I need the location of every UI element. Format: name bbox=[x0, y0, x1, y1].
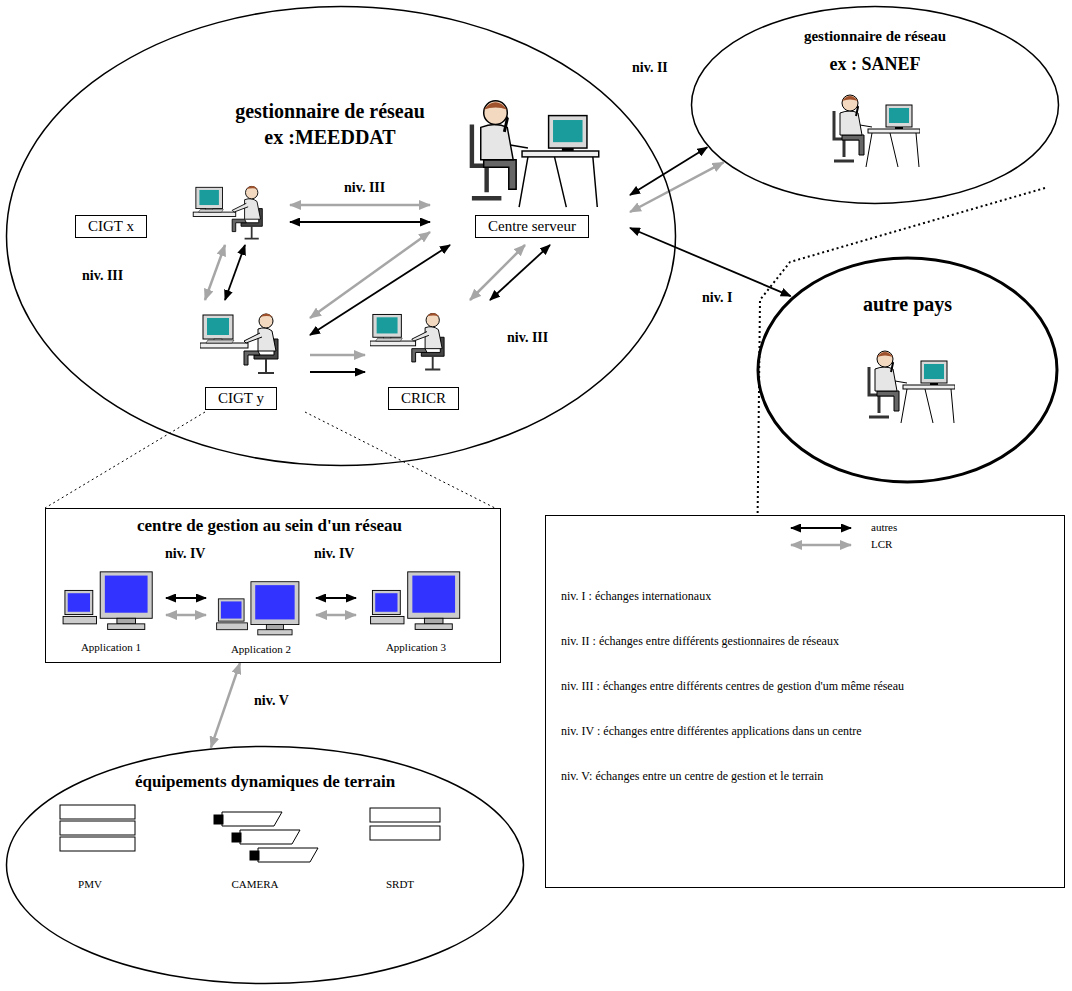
level-description: niv. III : échanges entre différents cen… bbox=[561, 679, 904, 694]
item-label: Application 3 bbox=[356, 641, 476, 653]
legend-text: LCR bbox=[871, 538, 892, 550]
level-label: niv. II bbox=[630, 60, 670, 76]
exchange-arrow bbox=[630, 228, 791, 296]
level-description: niv. II : échanges entre différents gest… bbox=[561, 634, 839, 649]
application: Application 3 bbox=[356, 566, 476, 661]
exchange-arrow bbox=[290, 221, 430, 223]
control-centre: CIGT x bbox=[70, 180, 290, 245]
name-box: CRICR bbox=[388, 387, 459, 410]
field-device: SRDT bbox=[355, 800, 445, 895]
lcr-arrow bbox=[316, 614, 356, 617]
border-separator bbox=[757, 188, 1045, 570]
heading: gestionnaire de réseau bbox=[180, 100, 480, 123]
level-label: niv. I bbox=[700, 290, 734, 306]
name-box: CIGT y bbox=[205, 387, 277, 410]
crossing-centre: CRICR bbox=[365, 300, 495, 415]
name-box: Centre serveur bbox=[475, 215, 589, 238]
level-label: niv. IV bbox=[312, 546, 356, 562]
level-label: niv. III bbox=[505, 330, 550, 346]
country-ellipse: autre pays bbox=[755, 255, 1060, 485]
operator-ellipse: gestionnaire de réseau ex : SANEF bbox=[690, 5, 1060, 205]
item-label: Application 1 bbox=[56, 641, 166, 653]
pmv-icon bbox=[60, 805, 135, 851]
exchange-arrow bbox=[310, 371, 365, 373]
srdt-icon bbox=[370, 808, 440, 840]
legend-sample bbox=[781, 521, 861, 535]
lcr-arrow bbox=[211, 663, 240, 748]
centre-box: centre de gestion au sein d'un réseauApp… bbox=[45, 508, 501, 663]
field-ellipse: équipements dynamiques de terrainPMV CAME… bbox=[5, 745, 525, 985]
exchange-arrow bbox=[166, 597, 206, 599]
item-label: PMV bbox=[45, 878, 135, 890]
lcr-arrow bbox=[205, 245, 225, 300]
lcr-arrow bbox=[290, 204, 430, 207]
legend-box: autresLCR niv. I : échanges internationau… bbox=[545, 515, 1065, 888]
lcr-arrow bbox=[470, 245, 525, 300]
application: Application 2 bbox=[206, 576, 316, 661]
name-box: CIGT x bbox=[75, 215, 147, 238]
legend-text: autres bbox=[871, 521, 897, 533]
legend-sample bbox=[781, 538, 861, 552]
item-label: CAMERA bbox=[190, 878, 320, 890]
exchange-arrow bbox=[310, 245, 450, 335]
control-centre: CIGT y bbox=[160, 300, 310, 415]
level-label: niv. III bbox=[342, 180, 387, 196]
level-label: niv. IV bbox=[163, 546, 207, 562]
level-description: niv. IV : échanges entre différentes app… bbox=[561, 724, 862, 739]
lcr-arrow bbox=[166, 614, 206, 617]
field-device: PMV bbox=[45, 800, 135, 895]
heading: autre pays bbox=[760, 293, 1055, 316]
lcr-arrow bbox=[630, 162, 724, 212]
item-label: SRDT bbox=[355, 878, 445, 890]
ellipse-outline bbox=[755, 255, 1060, 485]
heading: centre de gestion au sein d'un réseau bbox=[45, 516, 495, 536]
level-description: niv. V: échanges entre un centre de gest… bbox=[561, 769, 823, 784]
exchange-arrow bbox=[225, 245, 245, 300]
camera-icon bbox=[214, 812, 318, 862]
lcr-arrow bbox=[310, 232, 430, 318]
exchange-arrow bbox=[490, 245, 550, 300]
heading: ex :MEEDDAT bbox=[180, 126, 480, 149]
exchange-arrow bbox=[316, 597, 356, 599]
level-label: niv. V bbox=[252, 693, 291, 709]
application: Application 1 bbox=[56, 566, 166, 661]
level-label: niv. III bbox=[80, 268, 125, 284]
network-ellipse: gestionnaire de réseau ex :MEEDDAT CIGT x C… bbox=[5, 5, 677, 467]
lcr-arrow bbox=[310, 354, 365, 357]
heading: équipements dynamiques de terrain bbox=[30, 772, 500, 792]
heading: ex : SANEF bbox=[720, 54, 1030, 75]
server-centre: Centre serveur bbox=[430, 85, 630, 245]
item-label: Application 2 bbox=[206, 643, 316, 655]
level-description: niv. I : échanges internationaux bbox=[561, 589, 711, 604]
field-device: CAMERA bbox=[190, 800, 320, 895]
computer-icons bbox=[63, 572, 460, 635]
heading: gestionnaire de réseau bbox=[720, 28, 1030, 45]
